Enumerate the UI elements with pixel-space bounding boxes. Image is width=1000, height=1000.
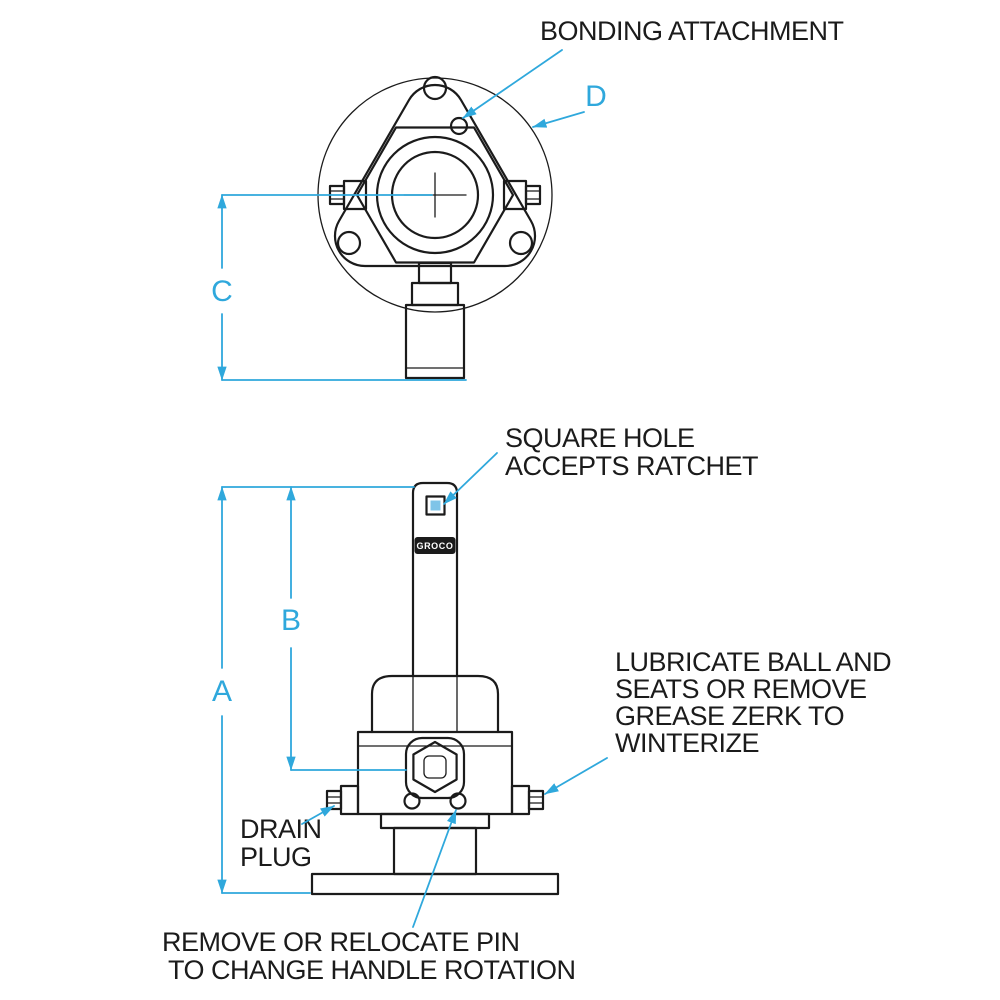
bonding-attachment-label: BONDING ATTACHMENT <box>540 16 844 46</box>
dim-c-label: C <box>211 275 233 308</box>
square-ratchet-hole <box>425 495 446 516</box>
body-right-bolt <box>527 789 545 811</box>
remove-pin-label-line1: REMOVE OR RELOCATE PIN <box>162 927 520 957</box>
valve-body <box>356 730 514 816</box>
top-view-flange <box>317 75 553 380</box>
dim-b-label: B <box>281 604 301 637</box>
dim-d-leader <box>532 111 585 128</box>
callout-remove-pin: REMOVE OR RELOCATE PIN TO CHANGE HANDLE … <box>162 809 576 985</box>
drain-plug-square <box>423 755 447 779</box>
lubricate-label-line3: GREASE ZERK TO <box>615 701 844 731</box>
flange-bolt-hole-left <box>336 230 362 256</box>
brand-plate <box>414 537 456 554</box>
remove-pin-leader <box>412 809 457 928</box>
drain-plug-leader <box>301 805 335 825</box>
handle-pin-right <box>449 792 467 810</box>
stem-collar <box>410 281 460 307</box>
dimension-b: B <box>281 486 407 771</box>
side-view-valve: GROCO <box>310 481 560 896</box>
lubricate-label-line1: LUBRICATE BALL AND <box>615 647 891 677</box>
lubricate-leader <box>544 757 608 795</box>
plug-plate <box>404 736 466 800</box>
callout-square-hole: SQUARE HOLE ACCEPTS RATCHET <box>443 423 759 505</box>
bonding-screw <box>449 116 469 136</box>
base-flange <box>310 872 560 896</box>
drain-plug-label-line2: PLUG <box>240 842 312 872</box>
handle-pin-left <box>403 792 421 810</box>
body-cap <box>370 674 500 734</box>
drain-plug-label-line1: DRAIN <box>240 814 322 844</box>
dimension-a: A <box>212 486 415 894</box>
callout-lubricate: LUBRICATE BALL AND SEATS OR REMOVE GREAS… <box>544 647 892 795</box>
dimension-c: C <box>211 194 467 381</box>
flange-triangle <box>333 83 537 268</box>
callout-bonding-attachment: BONDING ATTACHMENT <box>462 16 844 119</box>
right-bolt-head <box>524 184 542 206</box>
drain-plug-hex <box>412 740 458 794</box>
dim-d-label: D <box>585 80 607 113</box>
flange-bolt-hole-top <box>422 75 448 101</box>
body-left-lug <box>339 784 360 816</box>
lubricate-label-line2: SEATS OR REMOVE <box>615 674 867 704</box>
square-hole-label-line1: SQUARE HOLE <box>505 423 695 453</box>
lubricate-label-line4: WINTERIZE <box>615 728 759 758</box>
square-hole-label-line2: ACCEPTS RATCHET <box>505 451 758 481</box>
lower-collar <box>379 812 491 830</box>
brand-label: GROCO <box>416 541 453 551</box>
handle <box>411 481 459 678</box>
callout-drain-plug: DRAIN PLUG <box>240 805 335 872</box>
dim-a-label: A <box>212 675 232 708</box>
square-hole-leader <box>443 452 498 505</box>
callout-dimension-d: D <box>532 80 607 128</box>
flange-bolt-hole-right <box>508 230 534 256</box>
bonding-leader <box>462 49 563 119</box>
square-ratchet-hole-fill <box>430 500 441 511</box>
remove-pin-label-line2: TO CHANGE HANDLE ROTATION <box>168 955 576 985</box>
body-right-lug <box>510 784 531 816</box>
pipe-tail <box>404 303 466 380</box>
